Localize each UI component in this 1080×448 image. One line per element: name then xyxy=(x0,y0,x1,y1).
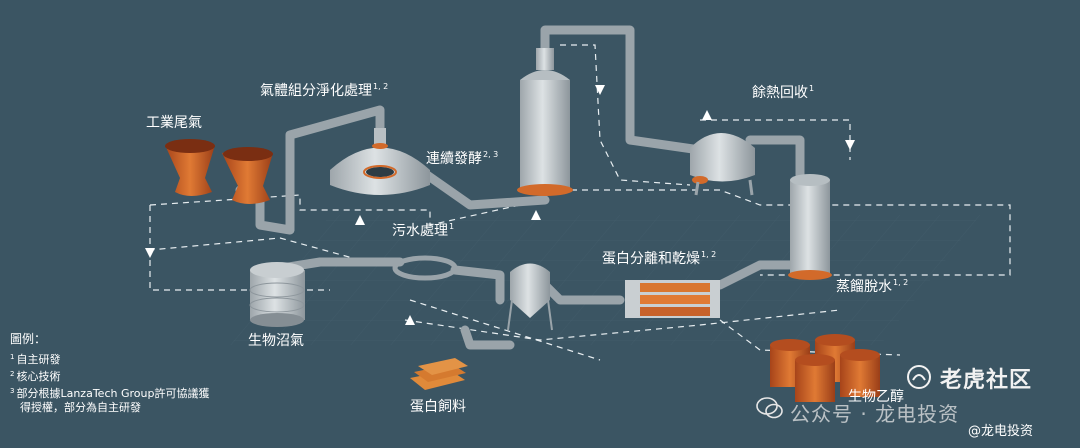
label-industrial-exhaust: 工業尾氣 xyxy=(146,115,202,131)
wechat-icon xyxy=(756,397,783,419)
pipes xyxy=(235,25,805,350)
label-wastewater-treatment: 污水處理1 xyxy=(392,222,455,239)
legend-item-3-cont: 得授權，部分為自主研發 xyxy=(20,401,141,414)
distillation-column xyxy=(788,174,832,280)
legend-title: 圖例： xyxy=(10,332,47,346)
heat-recovery-tank xyxy=(690,133,755,196)
protein-silo xyxy=(507,263,553,331)
ethanol-barrels xyxy=(770,334,880,402)
label-protein-separation: 蛋白分離和乾燥1, 2 xyxy=(602,250,717,267)
fermentation-column xyxy=(517,48,573,196)
watermark-handle: @龙电投资 xyxy=(968,424,1034,439)
tiger-icon xyxy=(907,365,931,389)
label-biogas: 生物沼氣 xyxy=(248,333,304,349)
watermark-brand: 老虎社区 xyxy=(940,368,1033,393)
fermentation-tank xyxy=(330,128,430,195)
flow-arrows xyxy=(145,85,855,325)
biogas-tank xyxy=(249,262,305,327)
label-gas-purification: 氣體組分淨化處理1, 2 xyxy=(260,82,389,99)
protein-dryer xyxy=(625,280,720,318)
protein-feed-bags xyxy=(410,358,468,390)
label-protein-feed: 蛋白飼料 xyxy=(410,399,466,415)
exhaust-stack-left xyxy=(165,139,215,196)
label-heat-recovery: 餘熱回收1 xyxy=(752,84,815,101)
label-distillation: 蒸餾脫水1, 2 xyxy=(836,278,909,295)
watermark-wechat: 公众号 · 龙电投资 xyxy=(790,402,960,426)
label-continuous-fermentation: 連續發酵2, 3 xyxy=(426,150,499,167)
label-bioethanol: 生物乙醇 xyxy=(848,389,904,405)
exhaust-stack-right xyxy=(222,147,273,204)
wastewater-coil xyxy=(392,255,458,281)
